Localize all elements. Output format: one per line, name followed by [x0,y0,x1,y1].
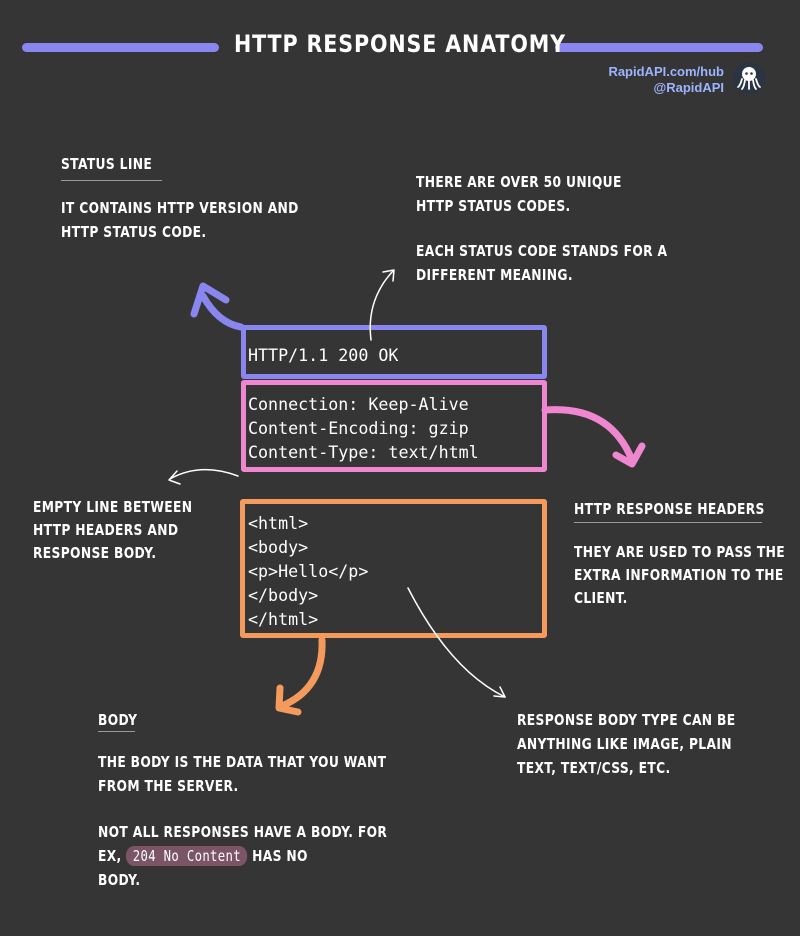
status-line-code: HTTP/1.1 200 OK [248,346,399,366]
status-line-box: HTTP/1.1 200 OK [241,325,547,379]
title-bar-left [22,43,219,52]
header-line: Content-Type: text/html [248,443,479,463]
body-note-4-prefix: EX, [98,847,122,865]
body-type-note-1: RESPONSE BODY TYPE CAN BE [517,711,736,729]
body-code-line: <html> [248,514,309,534]
body-arrow-icon [275,636,326,716]
body-type-note-3: TEXT, TEXT/CSS, ETC. [517,759,671,777]
body-code-line: </html> [248,610,319,630]
headers-box: Connection: Keep-Alive Content-Encoding:… [241,380,547,472]
body-box: <html> <body> <p>Hello</p> </body> </htm… [240,499,547,638]
body-note-3: NOT ALL RESPONSES HAVE A BODY. FOR [98,823,388,841]
empty-line-note-2: HTTP HEADERS AND [33,521,179,539]
brand-text: RapidAPI.com/hub @RapidAPI [608,64,724,96]
octopus-logo-icon [733,62,765,94]
status-line-text-2: HTTP STATUS CODE. [61,223,207,241]
brand-site-link[interactable]: RapidAPI.com/hub [608,64,724,79]
title-bar-right [555,43,763,52]
headers-heading: HTTP RESPONSE HEADERS [574,500,765,518]
status-line-underline [61,180,162,181]
body-heading: BODY [98,711,138,729]
body-type-note-2: ANYTHING LIKE IMAGE, PLAIN [517,735,732,753]
status-code-highlight: 204 No Content [126,846,248,866]
body-note-4-suffix: HAS NO [252,847,308,865]
status-codes-note-3: EACH STATUS CODE STANDS FOR A [416,242,668,260]
body-note-2: FROM THE SERVER. [98,777,239,795]
empty-line-note-3: RESPONSE BODY. [33,544,157,562]
headers-arrow-icon [541,406,646,468]
status-arrow-icon [190,282,245,331]
status-line-heading: STATUS LINE [61,155,153,173]
body-code-line: </body> [248,586,319,606]
page-title: HTTP RESPONSE ANATOMY [234,30,566,58]
body-note-4: EX, 204 No Content HAS NO [98,844,308,868]
brand-handle[interactable]: @RapidAPI [653,80,724,95]
headers-note-1: THEY ARE USED TO PASS THE [574,543,785,561]
status-codes-note-4: DIFFERENT MEANING. [416,266,573,284]
body-underline [98,731,135,732]
headers-note-2: EXTRA INFORMATION TO THE [574,566,784,584]
body-code-line: <p>Hello</p> [248,562,369,582]
body-note-1: THE BODY IS THE DATA THAT YOU WANT [98,753,387,771]
status-line-text-1: IT CONTAINS HTTP VERSION AND [61,199,299,217]
status-codes-note-1: THERE ARE OVER 50 UNIQUE [416,173,622,191]
headers-underline [574,522,762,523]
body-code-line: <body> [248,538,309,558]
header-line: Connection: Keep-Alive [248,395,469,415]
headers-note-3: CLIENT. [574,589,628,607]
body-note-5: BODY. [98,871,141,889]
empty-line-arrow-icon [168,468,239,485]
header-line: Content-Encoding: gzip [248,419,469,439]
status-codes-note-2: HTTP STATUS CODES. [416,197,571,215]
status-codes-arrow-icon [369,269,395,341]
empty-line-note-1: EMPTY LINE BETWEEN [33,498,193,516]
body-type-arrow-icon [407,587,506,698]
